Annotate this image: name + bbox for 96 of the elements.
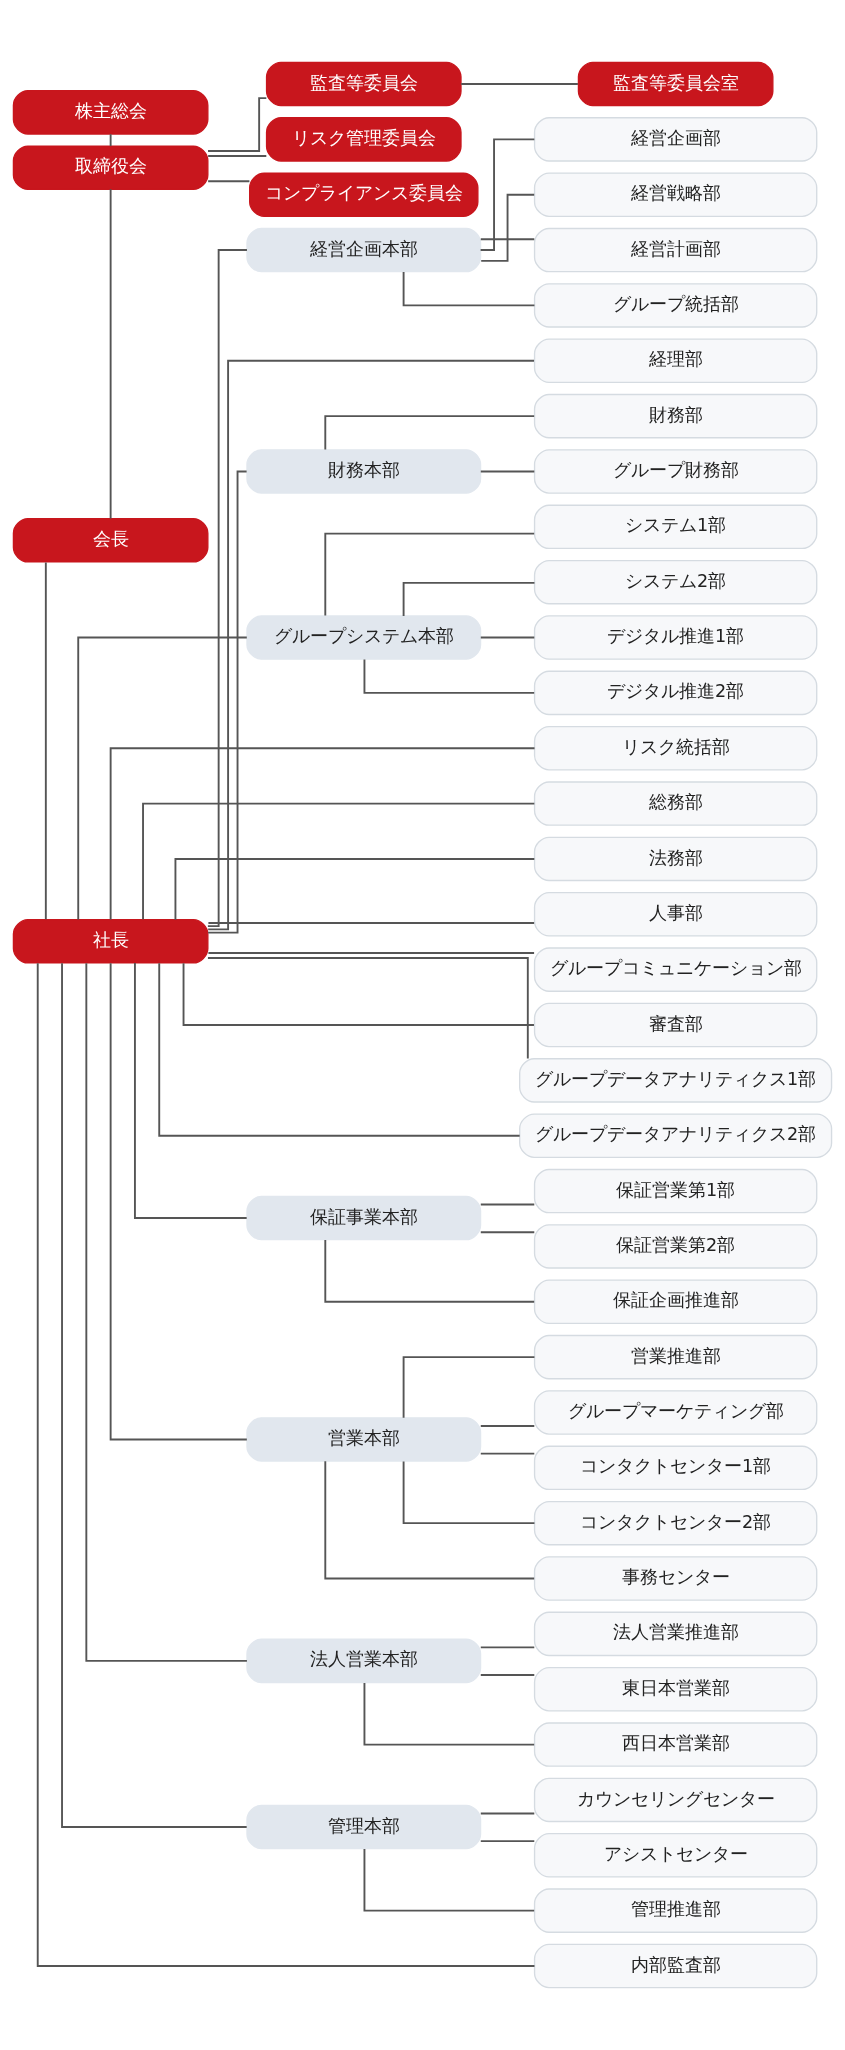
node-box: 保証営業第1部	[533, 1168, 818, 1214]
node-box: 経営企画部	[533, 117, 818, 162]
node-box: コンプライアンス委員会	[249, 172, 479, 217]
node-box: 経営戦略部	[533, 172, 818, 217]
connector	[85, 962, 248, 1662]
connector	[480, 193, 536, 262]
connector	[207, 922, 536, 924]
connector	[479, 1840, 536, 1843]
node-box: システム2部	[533, 559, 818, 605]
connector	[77, 636, 248, 921]
node-box: 管理本部	[246, 1804, 482, 1850]
node-box: グループデータアナリティクス2部	[519, 1113, 833, 1158]
connector	[460, 83, 579, 85]
node-box: グループシステム本部	[246, 615, 482, 660]
connector	[44, 561, 47, 921]
connector	[109, 133, 112, 147]
connector	[207, 180, 251, 183]
node-box: 内部監査部	[533, 1943, 818, 1989]
node-box: 営業推進部	[533, 1334, 818, 1380]
connector	[363, 1681, 536, 1746]
node-box: カウンセリングセンター	[533, 1777, 818, 1823]
connector	[324, 415, 536, 451]
node-box: デジタル推進1部	[533, 615, 818, 660]
node-box: 法人営業本部	[246, 1638, 482, 1684]
connector	[402, 1460, 536, 1525]
node-box: 法人営業推進部	[533, 1611, 818, 1657]
node-box: システム1部	[533, 504, 818, 550]
connector	[479, 138, 536, 251]
connector	[142, 802, 536, 921]
node-box: 取締役会	[12, 145, 209, 190]
connector	[479, 636, 536, 639]
node-box: 監査等委員会室	[577, 61, 774, 107]
node-box: 管理推進部	[533, 1888, 818, 1933]
node-box: 株主総会	[12, 90, 209, 135]
node-box: 財務部	[533, 393, 818, 439]
connector	[324, 1460, 536, 1580]
connector	[207, 470, 248, 934]
node-box: 審査部	[533, 1002, 818, 1048]
node-box: 経営計画部	[533, 227, 818, 273]
connector	[479, 470, 536, 473]
node-box: 財務本部	[246, 449, 482, 494]
connector	[207, 359, 535, 931]
connector	[479, 1646, 536, 1649]
connector	[109, 747, 536, 921]
connector	[207, 97, 268, 152]
connector	[479, 238, 536, 241]
connector	[174, 858, 536, 921]
node-box: 人事部	[533, 892, 818, 937]
node-box: 社長	[12, 919, 209, 964]
node-box: 保証企画推進部	[533, 1279, 818, 1325]
node-box: 西日本営業部	[533, 1722, 818, 1767]
connector	[182, 962, 535, 1026]
connector	[479, 1674, 536, 1676]
node-box: 保証事業本部	[246, 1195, 482, 1241]
connector	[61, 962, 248, 1828]
node-box: 監査等委員会	[265, 61, 462, 107]
node-box: 総務部	[533, 781, 818, 826]
connector	[402, 581, 536, 617]
connector	[363, 1848, 536, 1912]
connector	[158, 962, 521, 1137]
connector	[109, 188, 112, 520]
node-box: リスク管理委員会	[265, 117, 462, 162]
connector	[207, 952, 536, 954]
connector	[402, 1356, 536, 1419]
connector	[36, 962, 536, 1967]
node-box: アシストセンター	[533, 1833, 818, 1878]
node-box: 保証営業第2部	[533, 1224, 818, 1269]
node-box: コンタクトセンター2部	[533, 1500, 818, 1546]
node-box: 営業本部	[246, 1417, 482, 1462]
connector	[479, 1425, 536, 1427]
node-box: コンタクトセンター1部	[533, 1445, 818, 1491]
connector	[363, 658, 536, 694]
node-box: グループ統括部	[533, 283, 818, 328]
connector	[324, 532, 536, 617]
node-box: グループデータアナリティクス1部	[519, 1058, 833, 1103]
node-box: 事務センター	[533, 1556, 818, 1601]
node-box: デジタル推進2部	[533, 670, 818, 716]
node-box: 東日本営業部	[533, 1666, 818, 1712]
node-box: 会長	[12, 518, 209, 563]
connector	[479, 1812, 536, 1815]
connector	[206, 957, 529, 1060]
connector	[479, 1452, 536, 1455]
connector	[207, 155, 268, 157]
connector	[402, 271, 536, 307]
connector	[479, 1203, 536, 1206]
node-box: 経営企画本部	[246, 227, 482, 273]
connector	[479, 1231, 536, 1234]
node-box: グループ財務部	[533, 449, 818, 494]
node-box: リスク統括部	[533, 725, 818, 771]
node-box: 法務部	[533, 836, 818, 882]
connector	[134, 962, 248, 1219]
node-box: グループマーケティング部	[533, 1390, 818, 1435]
connector	[109, 962, 248, 1441]
node-box: 経理部	[533, 338, 818, 384]
node-box: グループコミュニケーション部	[533, 947, 818, 992]
connector	[324, 1239, 536, 1303]
